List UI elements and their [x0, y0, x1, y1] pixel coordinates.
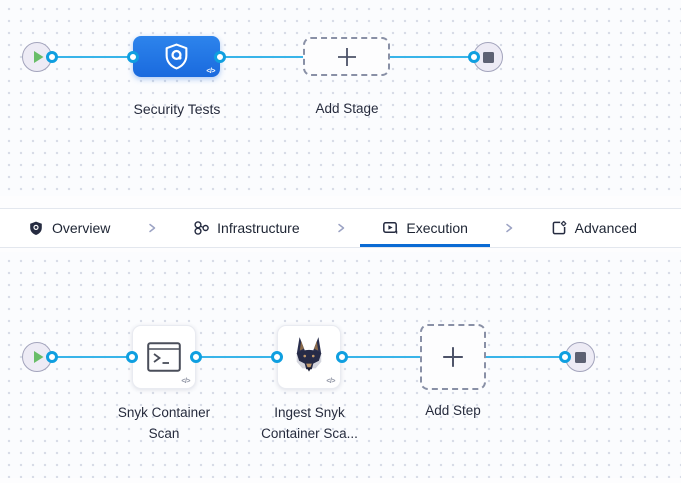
snyk-dog-icon	[296, 337, 322, 372]
code-badge: </>	[206, 68, 215, 75]
edge-connector-dot	[126, 351, 138, 363]
edge-connector-dot	[46, 351, 58, 363]
code-badge: </>	[326, 378, 335, 385]
stop-icon	[482, 51, 494, 63]
plus-icon	[443, 347, 463, 367]
play-icon	[33, 351, 43, 363]
stage-config-tabs: Overview Infrastructure Execution	[0, 208, 681, 248]
step-snyk-container-scan[interactable]: </>	[132, 325, 196, 389]
add-stage-button[interactable]	[303, 37, 390, 76]
stage-graph-canvas: </> Security Tests Add Stage	[0, 0, 681, 196]
tab-label: Overview	[52, 220, 111, 236]
tab-overview[interactable]: Overview	[18, 209, 120, 247]
edge-connector-dot	[336, 351, 348, 363]
play-icon	[33, 51, 43, 63]
execution-icon	[383, 222, 398, 234]
tab-label: Advanced	[574, 220, 637, 236]
shield-icon	[30, 221, 42, 235]
tab-label: Execution	[406, 220, 468, 236]
tab-advanced[interactable]: Advanced	[541, 209, 647, 247]
edge-connector-dot	[190, 351, 202, 363]
tab-execution[interactable]: Execution	[360, 209, 491, 247]
edge-connector-dot	[271, 351, 283, 363]
edge-connector-dot	[559, 351, 571, 363]
security-shield-icon	[165, 43, 188, 70]
chevron-right-icon	[149, 223, 155, 233]
terminal-icon	[147, 342, 181, 372]
stage-security-tests[interactable]: </>	[133, 36, 220, 77]
step-label: Ingest Snyk Container Sca...	[261, 405, 358, 441]
edge-connector-dot	[127, 51, 139, 63]
tab-label: Infrastructure	[217, 220, 300, 236]
stage-label: Security Tests	[133, 101, 221, 117]
advanced-icon	[552, 220, 566, 235]
chevron-right-icon	[338, 223, 345, 233]
add-stage-label: Add Stage	[315, 101, 379, 116]
edge-connector-dot	[46, 51, 58, 63]
edge-connector-dot	[468, 51, 480, 63]
step-ingest-snyk-container-scan[interactable]: </>	[277, 325, 341, 389]
stop-icon	[574, 351, 586, 363]
edge-line	[48, 56, 474, 58]
execution-graph-canvas: </> </>	[0, 252, 681, 478]
code-badge: </>	[181, 378, 190, 385]
add-step-label: Add Step	[425, 403, 481, 418]
step-label: Snyk Container Scan	[117, 405, 211, 441]
infrastructure-icon	[194, 221, 209, 235]
chevron-right-icon	[506, 223, 513, 233]
tab-infrastructure[interactable]: Infrastructure	[183, 209, 309, 247]
add-step-button[interactable]	[420, 324, 486, 390]
edge-connector-dot	[214, 51, 226, 63]
plus-icon	[337, 47, 356, 66]
